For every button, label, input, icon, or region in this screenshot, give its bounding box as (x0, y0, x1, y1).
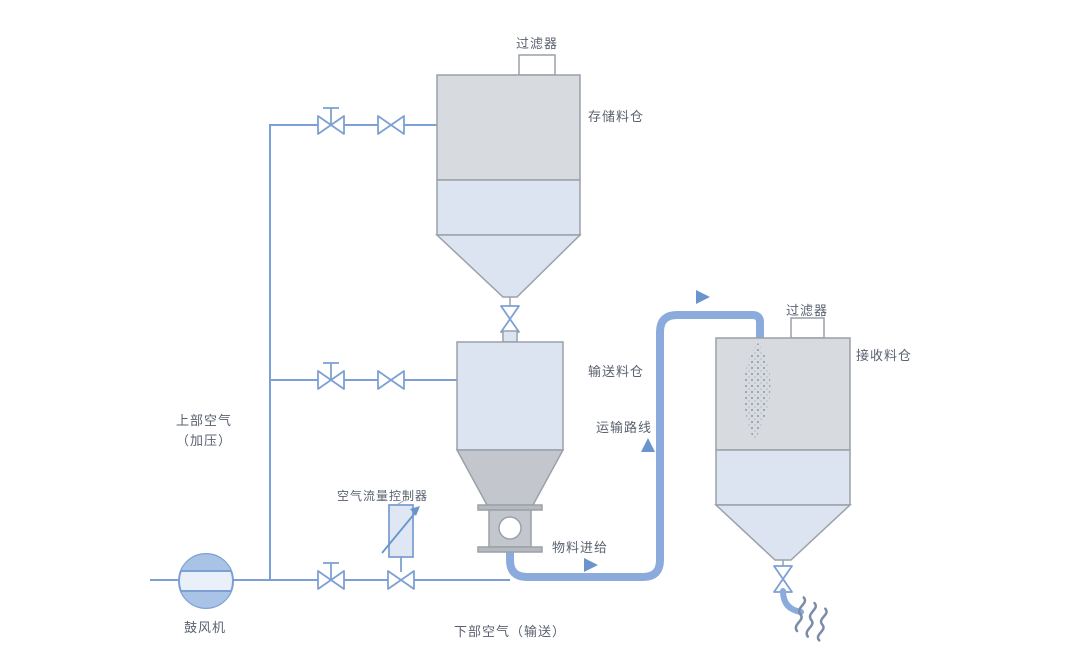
valve-right-triangle (330, 370, 345, 390)
valve-left-triangle (377, 370, 392, 390)
storage-silo-label: 存储料仓 (588, 110, 645, 125)
upper-air-label-line1: 上部空气 (176, 414, 233, 429)
valve-left-triangle (377, 115, 392, 135)
transport-right-arrow-icon (696, 290, 710, 304)
transport-route-label: 运输路线 (596, 421, 653, 436)
valve-lower-triangle (500, 318, 520, 333)
particle-plume (744, 343, 771, 443)
transfer-silo-inlet-stub (502, 330, 518, 343)
lower-air-label: 下部空气（输送） (454, 625, 567, 640)
valve-left-triangle (387, 570, 402, 590)
controller-diagonal (381, 512, 416, 554)
receiving-silo-label: 接收料仓 (856, 349, 913, 364)
transfer-silo-body (456, 341, 564, 451)
blower-label: 鼓风机 (184, 621, 227, 636)
controller-arrowhead (410, 506, 420, 516)
squiggle-2 (805, 601, 817, 638)
conveying-pipe (506, 311, 764, 581)
storage-silo-upper-section (436, 74, 581, 181)
receiving-filter-label: 过滤器 (785, 304, 828, 319)
transfer-silo-label: 输送料仓 (588, 365, 645, 380)
air-flow-controller (381, 499, 420, 572)
discharge-pipe-elbow (780, 588, 804, 615)
lower-line-stem-valve (317, 562, 345, 590)
receiving-filter-stub (790, 317, 825, 339)
air-flow-controller-label: 空气流量控制器 (337, 489, 429, 503)
blower-bottom-cap (181, 591, 231, 608)
valve-right-triangle (330, 570, 345, 590)
receiving-silo (714, 317, 852, 567)
feeder-porthole (498, 516, 522, 540)
storage-filter-stub (518, 54, 556, 76)
valve-upper-triangle (500, 305, 520, 320)
blower-top-cap (181, 554, 231, 571)
feeder-bottom-flange (477, 546, 543, 553)
top-branch-valve (377, 115, 405, 135)
storage-outlet-valve (500, 305, 520, 333)
valve-left-triangle (317, 115, 332, 135)
storage-silo (435, 54, 582, 307)
squiggle-3 (816, 607, 828, 642)
top-branch-stem-valve (317, 107, 345, 135)
receiving-silo-upper-section (715, 337, 851, 451)
receiving-silo-lower-section (715, 449, 851, 506)
storage-silo-cone (435, 234, 582, 298)
receiving-silo-cone (714, 504, 852, 561)
middle-branch-valve (377, 370, 405, 390)
valve-right-triangle (400, 570, 415, 590)
valve-right-triangle (390, 370, 405, 390)
valve-right-triangle (390, 115, 405, 135)
middle-branch-stem-valve (317, 362, 345, 390)
squiggle-1 (794, 596, 807, 633)
material-discharge-squiggles (794, 596, 828, 642)
transfer-silo (455, 330, 565, 553)
valve-right-triangle (330, 115, 345, 135)
material-feed-label: 物料进给 (552, 541, 609, 556)
transport-up-arrow-icon (641, 438, 655, 452)
transfer-silo-cone (455, 449, 565, 506)
valve-left-triangle (317, 370, 332, 390)
valve-left-triangle (317, 570, 332, 590)
material-feed-arrow-icon (584, 558, 598, 572)
storage-filter-label: 过滤器 (515, 37, 558, 52)
receiving-outlet-valve (773, 565, 793, 593)
flow-control-valve (387, 570, 415, 590)
upper-air-label-line2: （加压） (176, 434, 233, 449)
valve-upper-triangle (773, 565, 793, 580)
storage-silo-lower-section (436, 179, 581, 236)
blower (178, 553, 234, 609)
